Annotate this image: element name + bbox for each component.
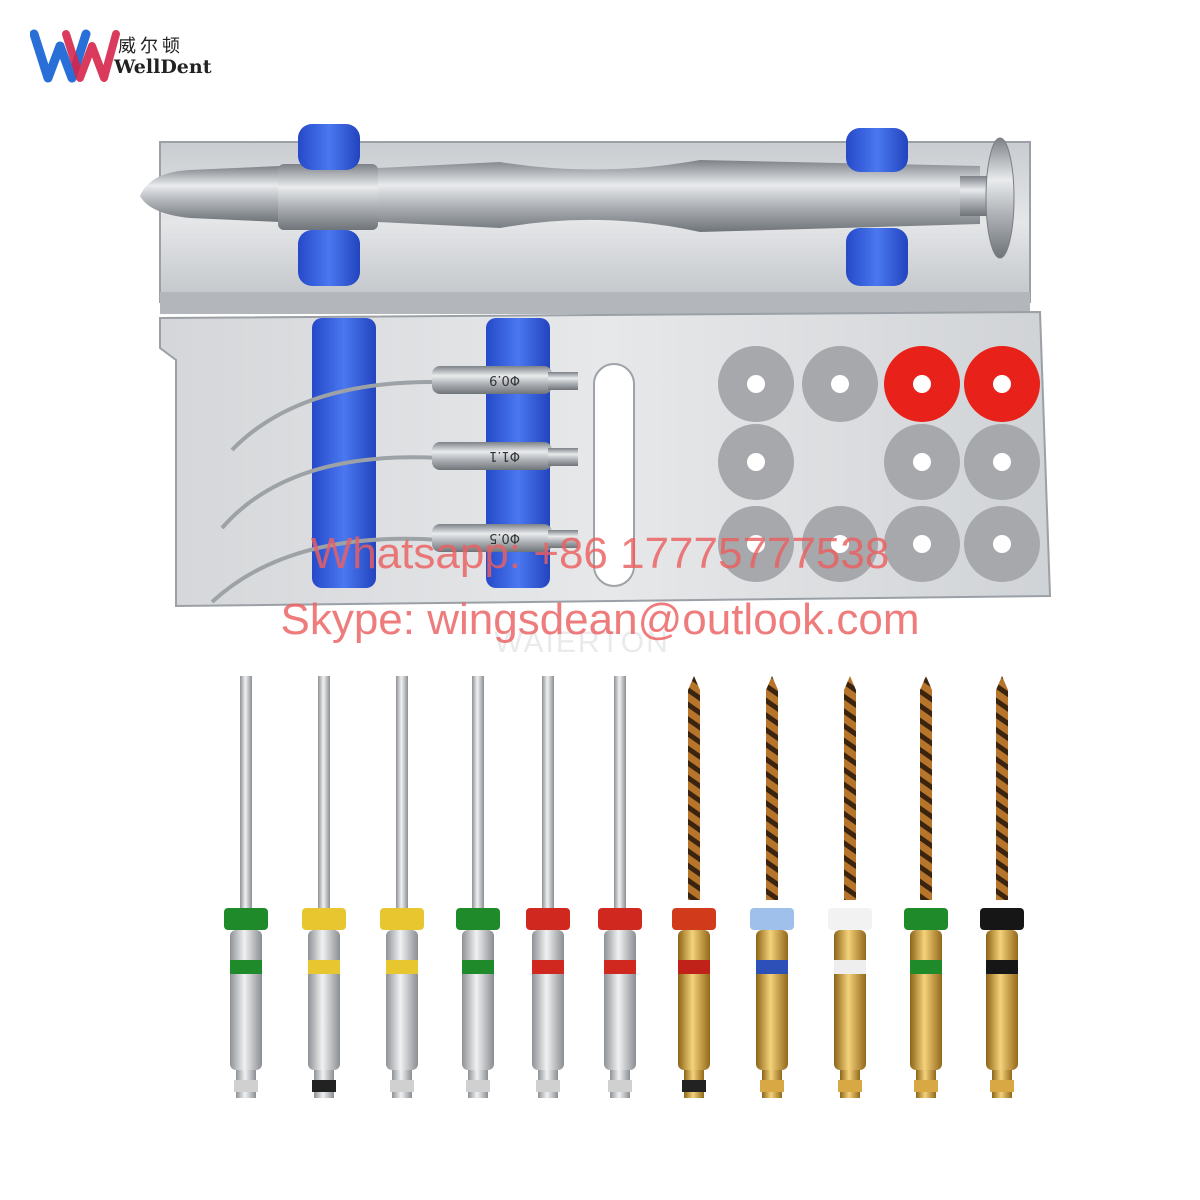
rotary-file [980, 676, 1024, 1098]
logo-mark-icon [29, 29, 120, 83]
tray-slot [593, 363, 635, 587]
stopper-gray [964, 424, 1040, 500]
stopper-red [964, 346, 1040, 422]
stopper-red [884, 346, 960, 422]
rotary-file [380, 676, 424, 1098]
brand-chinese-name: 威尔顿 [118, 36, 184, 57]
rotary-file [828, 676, 872, 1098]
brand-english-name: WellDent [114, 56, 212, 78]
rotary-file [904, 676, 948, 1098]
stopper-gray [884, 424, 960, 500]
irrigation-tip-2 [220, 442, 578, 530]
rotary-file [456, 676, 500, 1098]
rotary-file [302, 676, 346, 1098]
silicone-stoppers [718, 346, 1040, 582]
irrigation-tips [210, 366, 578, 604]
handle-clips [298, 124, 908, 286]
tip-label-1: Φ0.9 [489, 372, 520, 387]
tip-label-3: Φ0.5 [489, 530, 520, 545]
rotary-file [672, 676, 716, 1098]
welldent-logo [29, 28, 250, 88]
rotary-file [526, 676, 570, 1098]
stopper-gray [718, 424, 794, 500]
skype-watermark: Skype: wingsdean@outlook.com [280, 595, 920, 644]
whatsapp-watermark: Whatsapp: +86 17775777538 [310, 529, 890, 578]
rotary-file [224, 676, 268, 1098]
rotary-file [598, 676, 642, 1098]
stopper-gray [802, 506, 878, 582]
stopper-gray [964, 506, 1040, 582]
irrigation-tip-1 [230, 366, 578, 452]
rotary-file [750, 676, 794, 1098]
rotary-files [224, 676, 1024, 1098]
stopper-gray [718, 346, 794, 422]
file-handle [140, 137, 1015, 259]
irrigation-tip-3 [210, 524, 578, 604]
stopper-gray [718, 506, 794, 582]
tray-engraving: WAIERTON [494, 626, 669, 659]
stopper-gray [884, 506, 960, 582]
stopper-gray [802, 346, 878, 422]
tip-label-2: Φ1.1 [489, 448, 520, 463]
